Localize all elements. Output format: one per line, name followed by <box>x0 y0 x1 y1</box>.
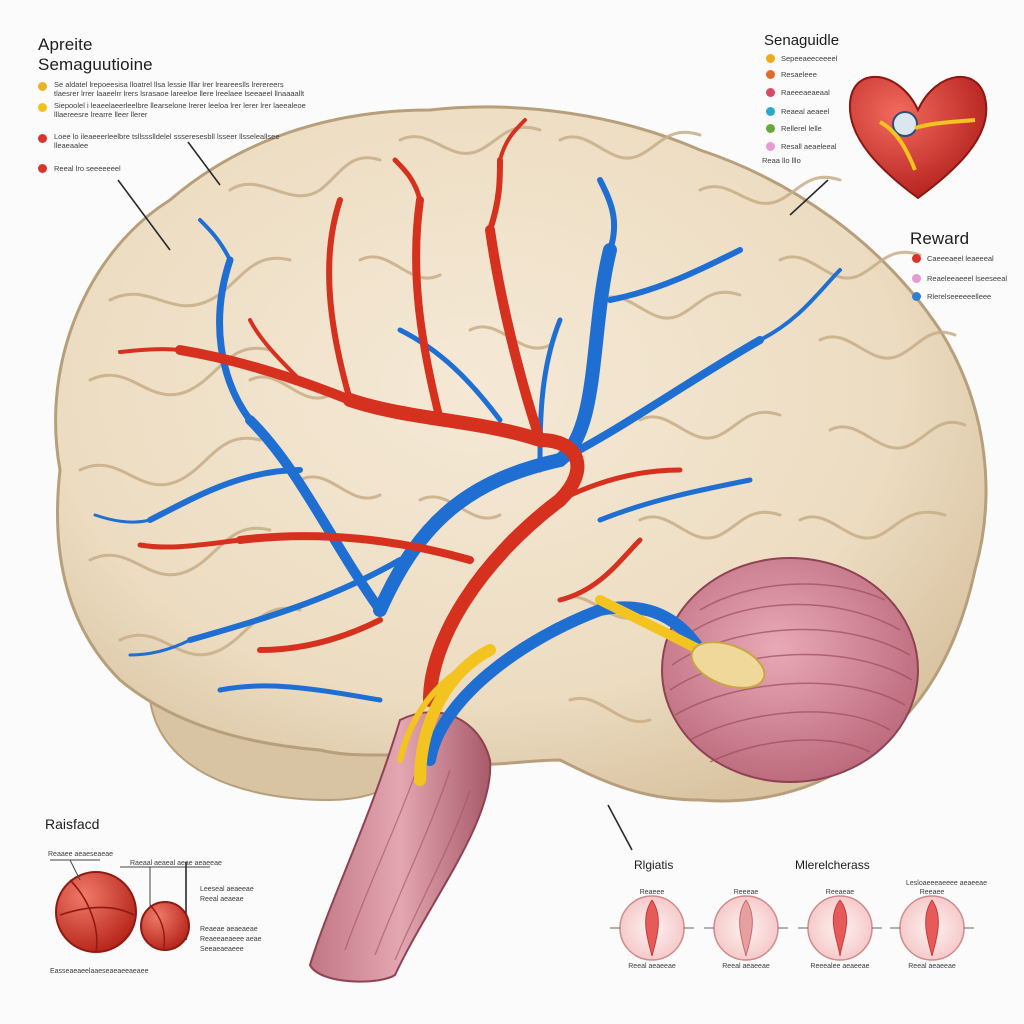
bl-mid-label: Raeaal aeaeal aeae aeaeeae <box>130 860 222 867</box>
legend-item-2: Resaeleee <box>766 70 817 79</box>
red-sphere-small <box>140 901 190 951</box>
reward-label-2: Reaeleeaeeel lseeseeal <box>927 274 1008 283</box>
reward-label-3: Rlerelseeeeeelleee <box>927 292 992 301</box>
legend-item-6: Resall aeaeleeal <box>766 142 836 151</box>
panel-item-4: Reeal lro seeeeeeel <box>54 164 121 173</box>
reward-dot-3 <box>912 292 921 301</box>
bullet-dot-3 <box>38 134 47 143</box>
disc-4-bottom: Reeal aeaeeae <box>908 963 956 970</box>
legend-item-1: Sepeeaeeceeeel <box>766 54 837 63</box>
senaguidle-title: Senaguidle <box>764 32 840 49</box>
cerebellum <box>661 557 919 783</box>
legend-label-2: Resaeleee <box>781 70 817 79</box>
bullet-dot-2 <box>38 103 47 112</box>
reward-item-2: Reaeleeaeeel lseeseeal <box>912 274 1007 283</box>
legend-label-1: Sepeeaeeceeeel <box>781 54 838 63</box>
br-top-caption: Lesloaeeeaeeee aeaeeae <box>906 880 987 887</box>
panel-item-1: Se aldatel lrepoeesisa lloatrel llsa les… <box>54 80 305 98</box>
legend-dot-3 <box>766 88 775 97</box>
legend-dot-1 <box>766 54 775 63</box>
legend-footnote: Reaa llo lllo <box>762 156 801 165</box>
raisfacd-title: Raisfacd <box>45 816 100 832</box>
panel-title-line1: Apreite <box>38 35 93 54</box>
nerve-ganglion <box>690 641 766 689</box>
heart-illustration <box>848 76 988 200</box>
mlerelcherass-title: Mlerelcherass <box>795 858 870 872</box>
legend-dot-5 <box>766 124 775 133</box>
legend-item-5: Rellerel lelle <box>766 124 822 133</box>
panel-title-line2: Semaguutioine <box>38 55 153 74</box>
disc-1-top: Reaeee <box>639 889 665 896</box>
bl-side-line-5: Seeaeaeaeee <box>200 946 244 953</box>
panel-item-2: Siepoolel i leaeelaeerleelbre llearselon… <box>54 101 306 119</box>
legend-label-3: Raeeeaeaeaal <box>781 88 830 97</box>
disc-3-bottom: Reeealee aeaeeae <box>810 963 870 970</box>
legend-dot-2 <box>766 70 775 79</box>
bl-bottom-label: Easseaeaeelaaeseaeaeeaeaee <box>50 968 149 975</box>
disc-2-top: Reeeae <box>733 889 759 896</box>
legend-label-6: Resall aeaeleeal <box>781 142 837 151</box>
bl-side-line-4: Reaeeaeaeee aeae <box>200 936 262 943</box>
bullet-dot-4 <box>38 164 47 173</box>
legend-dot-6 <box>766 142 775 151</box>
bl-top-label: Reaaee aeaeseaeae <box>48 851 114 858</box>
reward-dot-2 <box>912 274 921 283</box>
bl-side-line-3: Reaeae aeaeaeae <box>200 926 258 933</box>
legend-item-4: Reaeal aeaeel <box>766 107 829 116</box>
panel-item-3: Loee lo ileaeeerleelbre tsllssslldelel s… <box>54 132 280 150</box>
bl-side-line-2: Reeal aeaeae <box>200 896 244 903</box>
reward-item-1: Caeeeaeel leaeeeal <box>912 254 994 263</box>
disc-2-bottom: Reeal aeaeeae <box>722 963 770 970</box>
disc-4-top: Reeaee <box>919 889 945 896</box>
disc-3-top: Reeaeae <box>825 889 855 896</box>
reward-label-1: Caeeeaeel leaeeeal <box>927 254 994 263</box>
brainstem <box>308 711 492 983</box>
reward-title: Reward <box>910 229 970 248</box>
legend-dot-4 <box>766 107 775 116</box>
legend-item-3: Raeeeaeaeaal <box>766 88 830 97</box>
rlgiatis-title: Rlgiatis <box>634 858 674 872</box>
reward-item-3: Rlerelseeeeeelleee <box>912 292 991 301</box>
bl-side-line-1: Leeseal aeaeeae <box>200 886 254 893</box>
disc-1-bottom: Reeal aeaeeae <box>628 963 676 970</box>
legend-label-5: Rellerel lelle <box>781 124 822 133</box>
reward-dot-1 <box>912 254 921 263</box>
disc-group <box>619 895 965 961</box>
legend-label-4: Reaeal aeaeel <box>781 107 830 116</box>
bullet-dot-1 <box>38 82 47 91</box>
nerve-bundle <box>414 644 496 786</box>
